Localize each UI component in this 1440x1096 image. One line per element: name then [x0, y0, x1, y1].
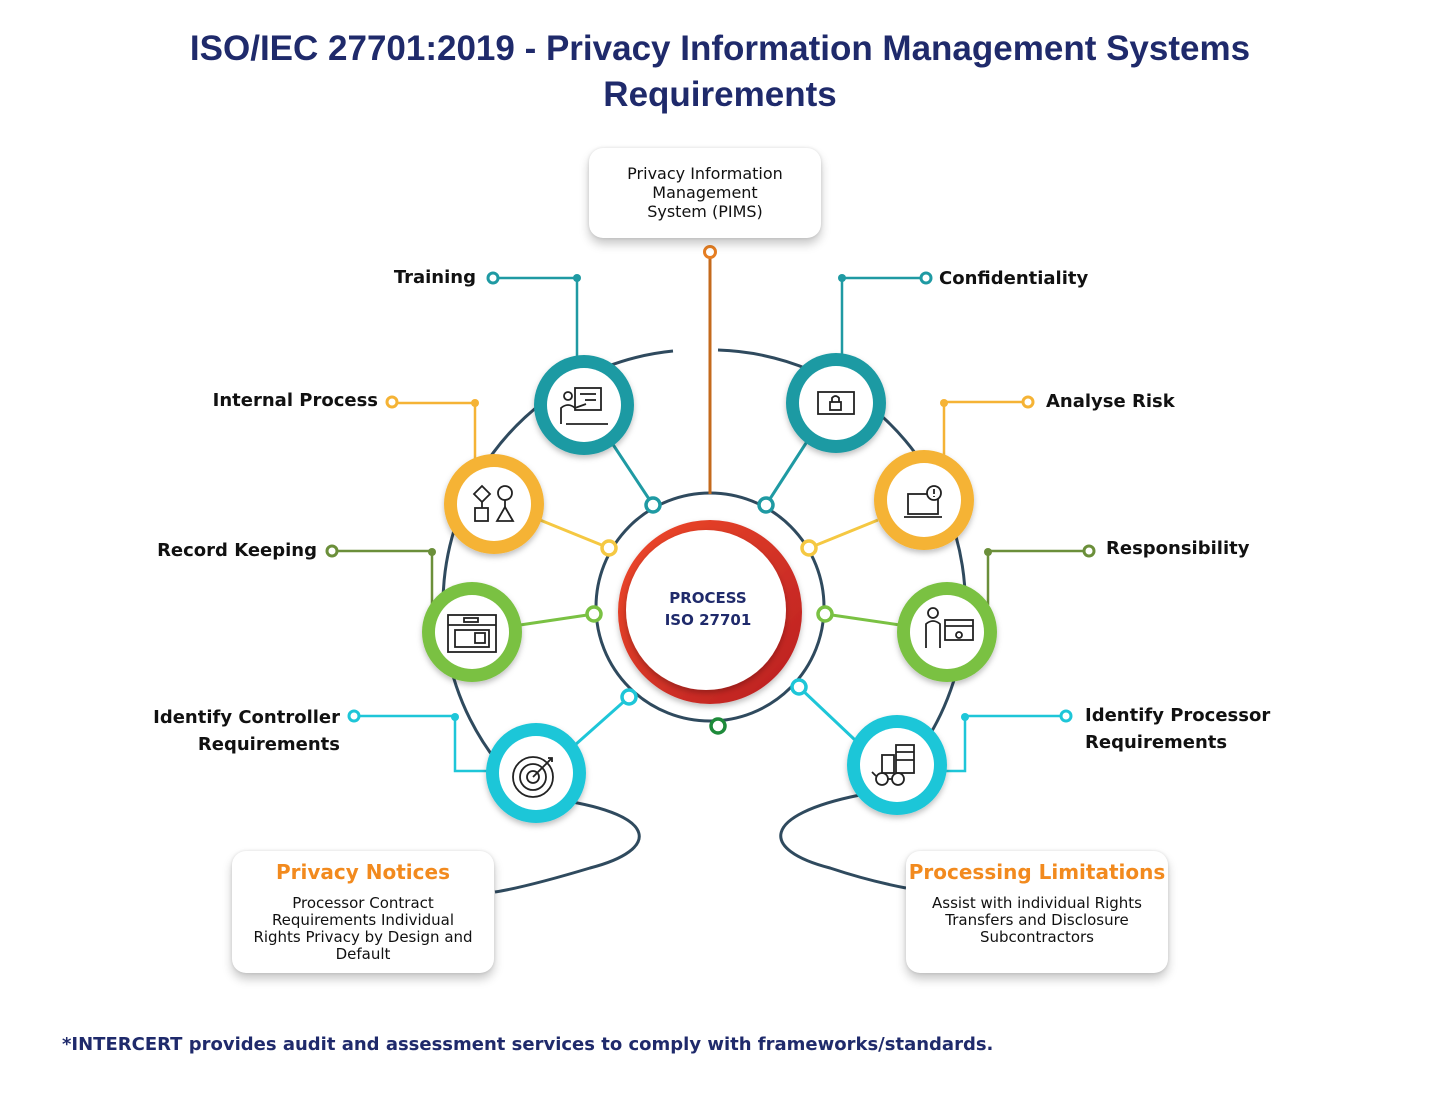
ring-dot-analyse: [800, 539, 818, 557]
processing-limitations-body: Assist with individual Rights Transfers …: [906, 895, 1168, 946]
page-title: ISO/IEC 27701:2019 - Privacy Information…: [0, 26, 1440, 118]
node-identify-processor: [847, 715, 947, 815]
leader-controller: [354, 714, 488, 773]
target-icon: [512, 756, 554, 798]
node-record-keeping: [422, 582, 522, 682]
tail-processing-limitations: [779, 793, 907, 890]
node-analyse-risk: [874, 450, 974, 550]
leader-dot: [471, 399, 479, 407]
label-analyse-risk: Analyse Risk: [1046, 391, 1175, 412]
leader-end: [347, 709, 361, 723]
label-record-keeping: Record Keeping: [157, 540, 317, 561]
node-responsibility: [897, 582, 997, 682]
footer-note: *INTERCERT provides audit and assessment…: [62, 1034, 994, 1055]
connector-training: [608, 439, 655, 506]
leader-end: [1059, 709, 1073, 723]
connector-responsibility: [824, 612, 901, 627]
laptop-lock-icon: [817, 391, 855, 415]
label-internal-process: Internal Process: [212, 390, 378, 411]
privacy-notices-line-2: Requirements Individual: [271, 911, 455, 929]
ring-dot-record: [585, 605, 603, 623]
title-line-1: ISO/IEC 27701:2019 - Privacy Information…: [189, 29, 1251, 68]
pims-dot: [703, 245, 717, 259]
leader-end: [486, 271, 500, 285]
label-identify-controller-1: Identify Controller: [153, 707, 340, 728]
processing-limitations-line-3: Subcontractors: [979, 928, 1094, 946]
leader-responsibility: [986, 549, 1089, 605]
leader-end: [1082, 544, 1096, 558]
title-line-2: Requirements: [603, 75, 837, 114]
connector-internal: [539, 518, 610, 550]
leader-dot: [838, 274, 846, 282]
connector-record: [519, 612, 595, 627]
leader-processor: [935, 714, 1066, 773]
pims-line-3: System (PIMS): [647, 202, 763, 221]
privacy-notices-card: Privacy Notices Processor Contract Requi…: [232, 851, 494, 973]
label-responsibility: Responsibility: [1106, 538, 1250, 559]
leader-dot: [451, 713, 459, 721]
ring-dot-bottom: [709, 717, 727, 735]
label-identify-processor-2: Requirements: [1085, 732, 1228, 753]
presentation-icon: [560, 387, 608, 425]
leader-end: [385, 395, 399, 409]
label-identify-controller: Identify Controller Requirements: [153, 704, 340, 758]
leader-record: [332, 549, 434, 605]
center-disc: [626, 530, 786, 690]
ring-dot-training: [644, 496, 662, 514]
center-label: PROCESS ISO 27701: [628, 587, 788, 631]
tail-privacy-notices: [494, 798, 641, 894]
node-training: [534, 355, 634, 455]
leader-dot: [984, 548, 992, 556]
pims-box: Privacy Information Management System (P…: [589, 148, 821, 238]
leader-internal: [392, 401, 477, 462]
privacy-notices-line-3: Rights Privacy by Design and: [253, 928, 473, 946]
leader-dot: [428, 548, 436, 556]
leader-confidentiality: [840, 276, 926, 360]
processing-limitations-line-1: Assist with individual Rights: [932, 894, 1142, 912]
barcode-machine-icon: [447, 614, 497, 653]
connector-processor: [797, 685, 857, 742]
processing-limitations-heading: Processing Limitations: [908, 860, 1166, 884]
devices-glasses-icon: [871, 744, 915, 786]
pims-line-2: Management: [652, 183, 758, 202]
label-identify-controller-2: Requirements: [197, 734, 340, 755]
leader-end: [919, 271, 933, 285]
label-confidentiality: Confidentiality: [939, 268, 1089, 289]
center-line-1: PROCESS: [669, 589, 747, 607]
leader-dot: [573, 274, 581, 282]
leader-analyse: [942, 400, 1028, 462]
ring-dot-responsibility: [816, 605, 834, 623]
pims-line-1: Privacy Information: [627, 164, 783, 183]
leader-dot: [940, 399, 948, 407]
privacy-notices-line-1: Processor Contract: [292, 894, 434, 912]
leader-end: [1021, 395, 1035, 409]
ring-dot-confidentiality: [757, 496, 775, 514]
shapes-icon: [472, 484, 515, 522]
privacy-notices-heading: Privacy Notices: [276, 860, 450, 884]
node-identify-controller: [486, 723, 586, 823]
ring-dot-controller: [620, 688, 638, 706]
label-training: Training: [393, 267, 476, 288]
connector-analyse: [808, 518, 879, 550]
ring-dot-processor: [790, 678, 808, 696]
ring-dot-internal: [600, 539, 618, 557]
leader-dot: [961, 713, 969, 721]
processing-limitations-line-2: Transfers and Disclosure: [945, 911, 1129, 929]
leader-training: [493, 276, 579, 360]
processing-limitations-card: Processing Limitations Assist with indiv…: [906, 851, 1168, 973]
label-identify-processor: Identify Processor Requirements: [1085, 702, 1270, 756]
label-identify-processor-1: Identify Processor: [1085, 705, 1271, 726]
leader-end: [325, 544, 339, 558]
node-internal-process: [444, 454, 544, 554]
person-dashboard-icon: [925, 607, 974, 648]
laptop-alert-icon: [904, 485, 942, 518]
node-confidentiality: [786, 353, 886, 453]
privacy-notices-line-4: Default: [335, 945, 391, 963]
privacy-notices-body: Processor Contract Requirements Individu…: [232, 895, 494, 963]
center-line-2: ISO 27701: [664, 611, 752, 629]
connector-confidentiality: [764, 439, 810, 506]
connector-controller: [574, 695, 630, 747]
